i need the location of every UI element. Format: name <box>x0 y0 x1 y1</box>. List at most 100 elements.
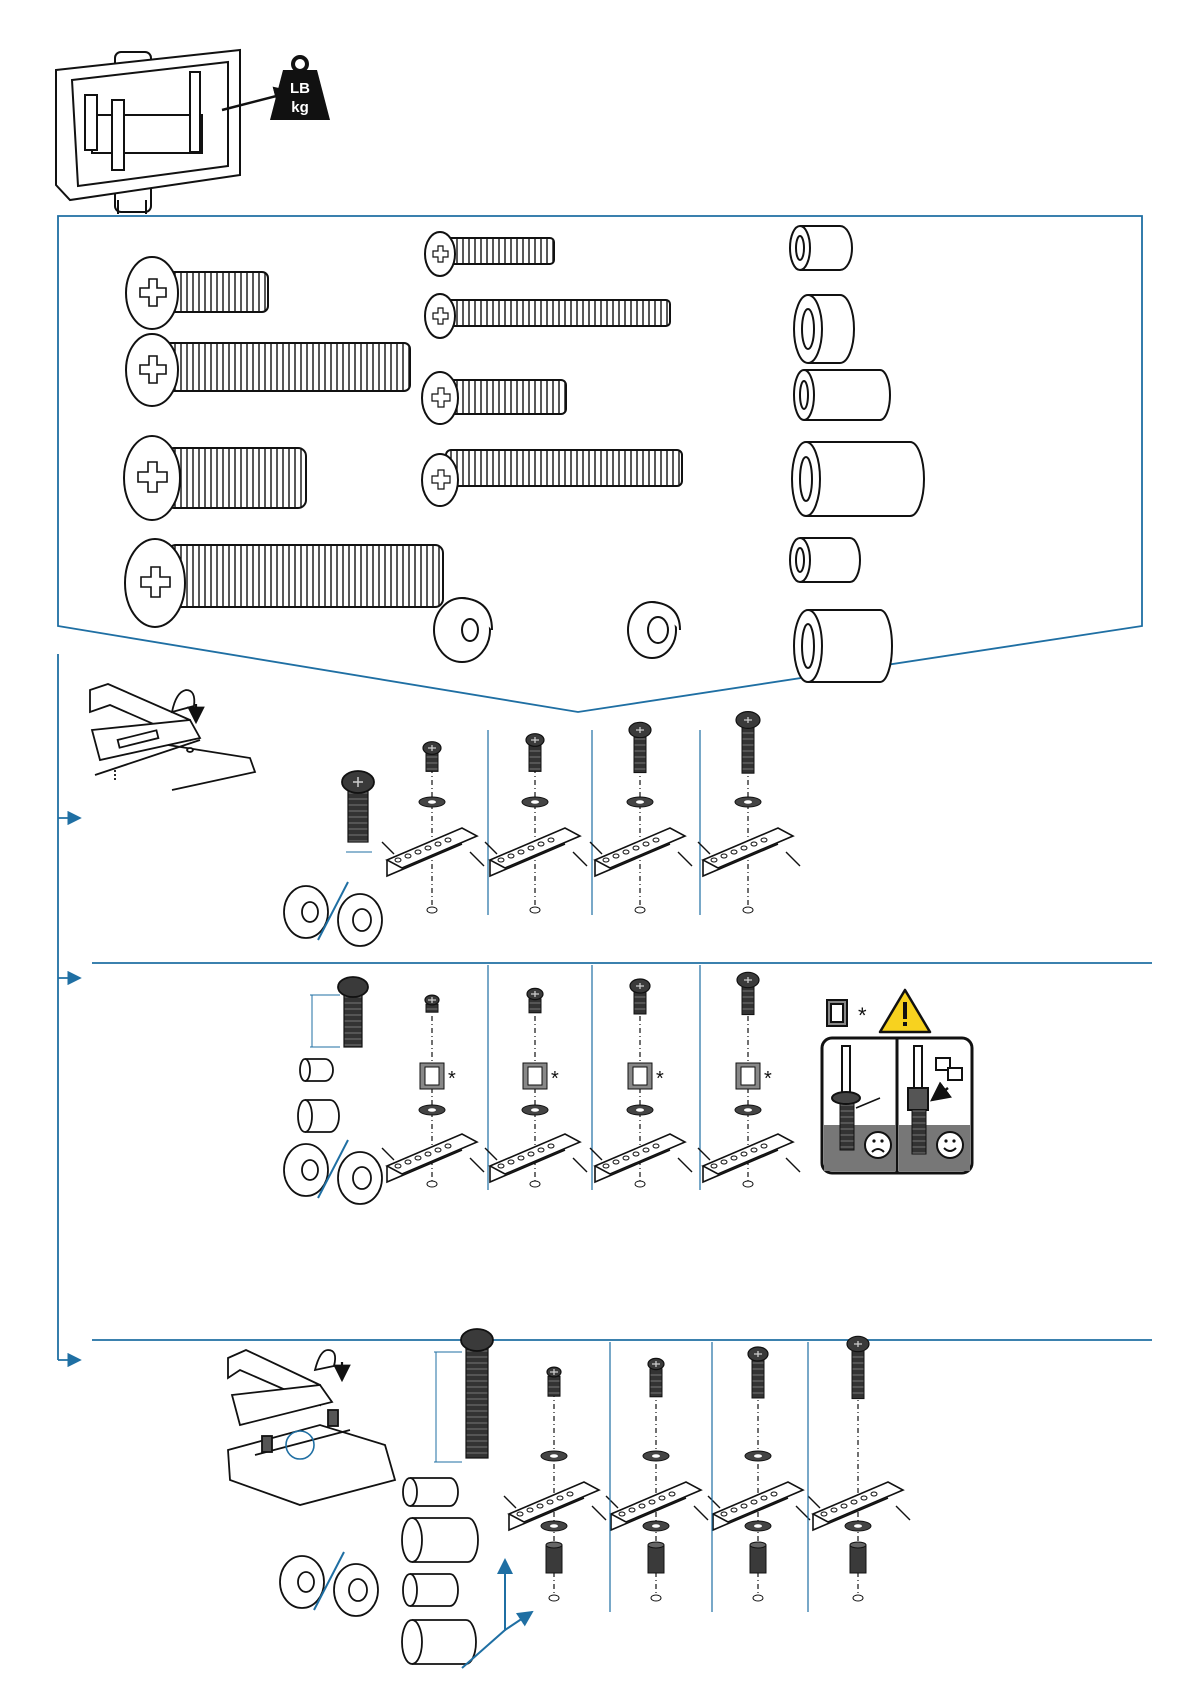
washer-icon <box>419 797 445 807</box>
spacer-icon <box>402 1518 478 1562</box>
spacer-marker: * <box>656 1068 664 1090</box>
washer-icon <box>643 1451 669 1461</box>
assembly-column <box>808 1336 910 1601</box>
screw-icon <box>526 734 544 772</box>
washer-icon <box>643 1521 669 1531</box>
spacer-icon <box>298 1100 339 1132</box>
spacer-icon <box>794 295 854 363</box>
mounting-hole <box>427 1181 437 1187</box>
assembly-column <box>485 734 587 913</box>
screw-icon <box>547 1367 561 1396</box>
assembly-column: * <box>485 988 587 1187</box>
mounting-hole <box>530 1181 540 1187</box>
screw-icon <box>630 979 650 1014</box>
parts-overview-screws-middle <box>422 232 682 506</box>
washer-icon <box>845 1521 871 1531</box>
weight-badge-kg: kg <box>291 99 309 116</box>
washer-icon <box>522 797 548 807</box>
washer-icon <box>628 602 680 658</box>
screw-detail <box>284 977 382 1204</box>
screw-icon <box>648 1358 664 1396</box>
screw-icon <box>737 972 759 1014</box>
spacer-icon <box>300 1059 333 1081</box>
assembly-column <box>606 1358 708 1601</box>
spacer-icon <box>648 1545 664 1573</box>
spacer-marker: * <box>764 1068 772 1090</box>
screw-detail <box>284 771 382 946</box>
spacer-icon <box>790 226 852 270</box>
spacer-icon <box>546 1545 562 1573</box>
mounting-rail <box>698 1134 800 1182</box>
mounting-hole <box>743 1181 753 1187</box>
mounting-hole <box>427 907 437 913</box>
mounting-rail <box>698 828 800 876</box>
spacer-icon <box>850 1545 866 1573</box>
screw-icon <box>748 1347 768 1398</box>
mounting-hole <box>635 907 645 913</box>
bracket-install-illustration <box>228 1350 395 1505</box>
screw-icon <box>423 742 441 772</box>
washer-icon <box>522 1105 548 1115</box>
screw-icon <box>126 257 268 329</box>
screw-icon <box>422 450 682 506</box>
screw-icon <box>125 539 443 627</box>
step-screw-washer <box>90 684 700 946</box>
step-long-screw-bottom-spacer <box>228 1329 808 1668</box>
spacer-icon <box>794 610 892 682</box>
warning-panel: * <box>822 990 972 1173</box>
mounting-hole <box>651 1595 661 1601</box>
mounting-hole <box>853 1595 863 1601</box>
screw-icon <box>736 712 760 774</box>
washer-icon <box>745 1451 771 1461</box>
assembly-column <box>382 742 484 913</box>
washer-icon <box>541 1451 567 1461</box>
happy-face-icon <box>937 1132 963 1158</box>
screw-icon <box>527 988 543 1012</box>
weight-badge-lb: LB <box>290 80 310 97</box>
bracket-install-illustration <box>90 684 255 790</box>
spacer-marker: * <box>448 1068 456 1090</box>
parts-overview-spacers <box>790 226 924 682</box>
spacer-icon <box>403 1574 458 1606</box>
assembly-column: * <box>698 972 800 1187</box>
screw-icon <box>425 995 439 1012</box>
assembly-column: * <box>590 979 692 1187</box>
spacer-icon: * <box>827 1000 867 1028</box>
sad-face-icon <box>865 1132 891 1158</box>
mounting-rail <box>590 828 692 876</box>
mounting-hole <box>549 1595 559 1601</box>
screw-icon <box>124 436 306 520</box>
mounting-rail <box>485 828 587 876</box>
spacer-icon <box>403 1478 458 1506</box>
spacer-icon <box>402 1620 476 1664</box>
warning-icon <box>880 990 930 1032</box>
washer-icon <box>735 1105 761 1115</box>
screw-icon <box>847 1336 869 1398</box>
mounting-rail <box>590 1134 692 1182</box>
assembly-column <box>708 1347 810 1601</box>
assembly-column: * <box>382 995 484 1187</box>
parts-overview-screws-left <box>124 257 443 627</box>
washer-icon <box>735 797 761 807</box>
assembly-column <box>590 722 692 913</box>
screw-icon <box>425 232 554 276</box>
spacer-marker: * <box>551 1068 559 1090</box>
mounting-hole <box>530 907 540 913</box>
mounting-hole <box>635 1181 645 1187</box>
washer-icon <box>419 1105 445 1115</box>
spacer-icon <box>794 370 890 420</box>
spacer-icon <box>792 442 924 516</box>
mounting-hole <box>753 1595 763 1601</box>
monitor-on-stand-illustration <box>56 50 292 214</box>
assembly-column <box>698 712 800 913</box>
mounting-hole <box>743 907 753 913</box>
washer-icon <box>541 1521 567 1531</box>
screw-icon <box>629 722 651 772</box>
washer-icon <box>745 1521 771 1531</box>
screw-icon <box>425 294 670 338</box>
spacer-icon <box>750 1545 766 1573</box>
mounting-rail <box>382 828 484 876</box>
spacer-marker: * <box>858 1003 867 1028</box>
